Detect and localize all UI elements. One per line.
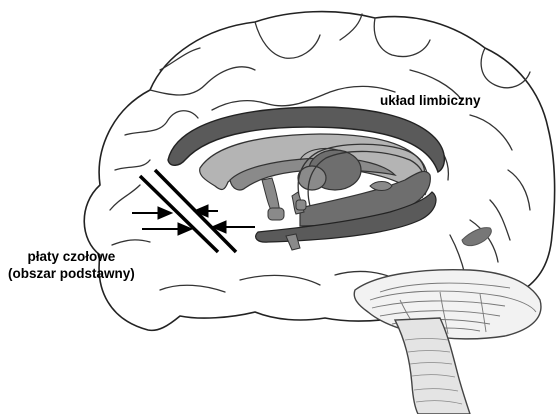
arrow-right-upper-icon — [158, 207, 172, 219]
limbic-system-label: układ limbiczny — [380, 92, 481, 109]
frontal-lobes-label: płaty czołowe (obszar podstawny) — [8, 248, 135, 282]
temporal-mark — [462, 228, 491, 246]
frontal-lobes-label-line2: (obszar podstawny) — [8, 265, 135, 282]
frontal-lobes-label-line1: płaty czołowe — [8, 248, 135, 265]
limbic-system — [168, 107, 444, 250]
cerebellum — [354, 270, 541, 339]
